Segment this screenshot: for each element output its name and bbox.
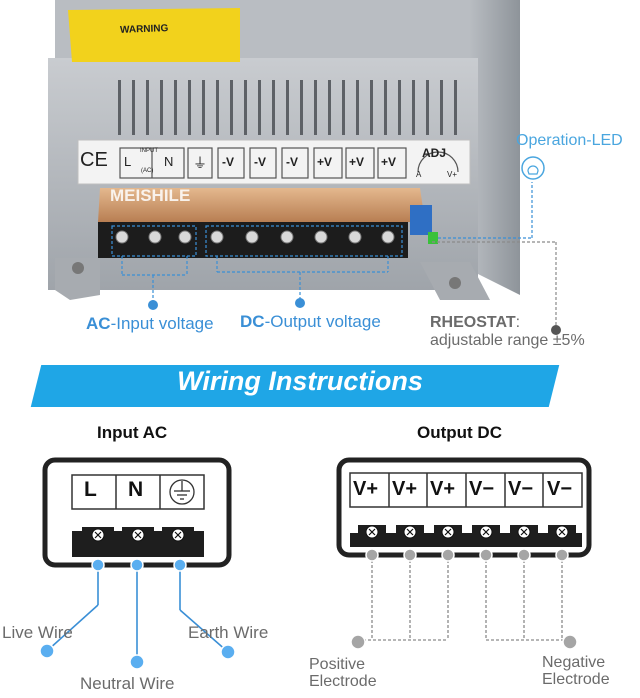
callout-dc-suffix: -Output voltage — [264, 312, 381, 331]
output-dc-terminal-1: V+ — [353, 478, 379, 500]
callout-ac-suffix: -Input voltage — [110, 314, 214, 333]
photo-adj-label: ADJ — [422, 146, 447, 160]
positive-electrode-dot — [350, 634, 366, 650]
photo-terminal-v4: +V — [317, 155, 333, 169]
callout-dot-ac — [148, 300, 158, 310]
power-supply-photo — [48, 0, 561, 335]
negative-electrode-label: Negative Electrode — [542, 654, 610, 688]
input-ac-terminal-l: L — [84, 478, 97, 501]
neutral-wire-label: Neutral Wire — [80, 674, 175, 693]
photo-adj-a: A — [416, 170, 422, 179]
callout-rheostat-title: RHEOSTAT: — [430, 314, 520, 332]
vent-slots — [118, 80, 457, 135]
output-dc-terminal-4: V− — [469, 478, 495, 500]
output-dc-terminal-2: V+ — [392, 478, 418, 500]
callout-dc-output: DC-Output voltage — [240, 312, 381, 332]
negative-electrode-dot — [562, 634, 578, 650]
earth-wire-label: Earth Wire — [188, 623, 269, 642]
warning-label-text: WARNING — [119, 23, 169, 36]
input-ac-title: Input AC — [97, 423, 168, 442]
ce-mark: CE — [80, 149, 108, 171]
positive-electrode-line1: Positive — [309, 656, 366, 673]
negative-electrode-line2: Electrode — [542, 671, 610, 688]
banner-title: Wiring Instructions — [177, 366, 423, 396]
callout-dot-rheostat — [551, 325, 561, 335]
operation-led — [428, 232, 438, 244]
brand-text: MEISHILE — [110, 186, 191, 205]
callout-lines — [111, 182, 533, 302]
callout-rheostat-desc: adjustable range ±5% — [430, 332, 585, 349]
photo-terminal-v3: -V — [286, 155, 298, 169]
photo-terminal-v1: -V — [222, 155, 234, 169]
callout-ac-input: AC-Input voltage — [86, 314, 214, 334]
photo-terminal-v2: -V — [254, 155, 266, 169]
input-ac-terminal-earth: ⏚ — [176, 480, 177, 481]
callout-ac-prefix: AC — [86, 314, 111, 333]
earth-wire-dot — [220, 644, 236, 660]
photo-input-ac: (AC) — [141, 168, 154, 174]
rheostat — [410, 205, 432, 235]
photo-terminal-l: L — [124, 154, 132, 169]
photo-terminal-n: N — [164, 154, 174, 169]
live-wire-dot — [39, 643, 55, 659]
output-dc-terminal-5: V− — [508, 478, 534, 500]
photo-terminal-earth: ⏚ — [193, 155, 207, 171]
callout-operation-led: Operation-LED — [516, 132, 623, 149]
callout-rheostat-title-text: RHEOSTAT — [430, 314, 516, 331]
callout-rheostat-colon: : — [515, 314, 521, 331]
output-dc-terminal-6: V− — [547, 478, 573, 500]
negative-electrode-line1: Negative — [542, 654, 606, 671]
positive-electrode-line2: Electrode — [309, 673, 377, 690]
positive-electrode-label: Positive Electrode — [309, 656, 377, 690]
terminal-cover — [98, 188, 425, 222]
photo-adj-v: V+ — [447, 170, 458, 179]
callout-dot-dc — [295, 298, 305, 308]
input-ac-earth-icon — [169, 479, 195, 505]
photo-input-small: INPUT — [140, 148, 158, 154]
output-dc-terminal-3: V+ — [430, 478, 456, 500]
output-dc-title: Output DC — [417, 423, 502, 442]
live-wire-label: Live Wire — [2, 623, 73, 642]
neutral-wire-dot — [129, 654, 145, 670]
photo-terminal-v5: +V — [349, 155, 365, 169]
input-ac-terminal-n: N — [128, 478, 144, 501]
photo-terminal-v6: +V — [381, 155, 397, 169]
callout-dc-prefix: DC — [240, 312, 265, 331]
wiring-diagrams — [39, 457, 592, 670]
